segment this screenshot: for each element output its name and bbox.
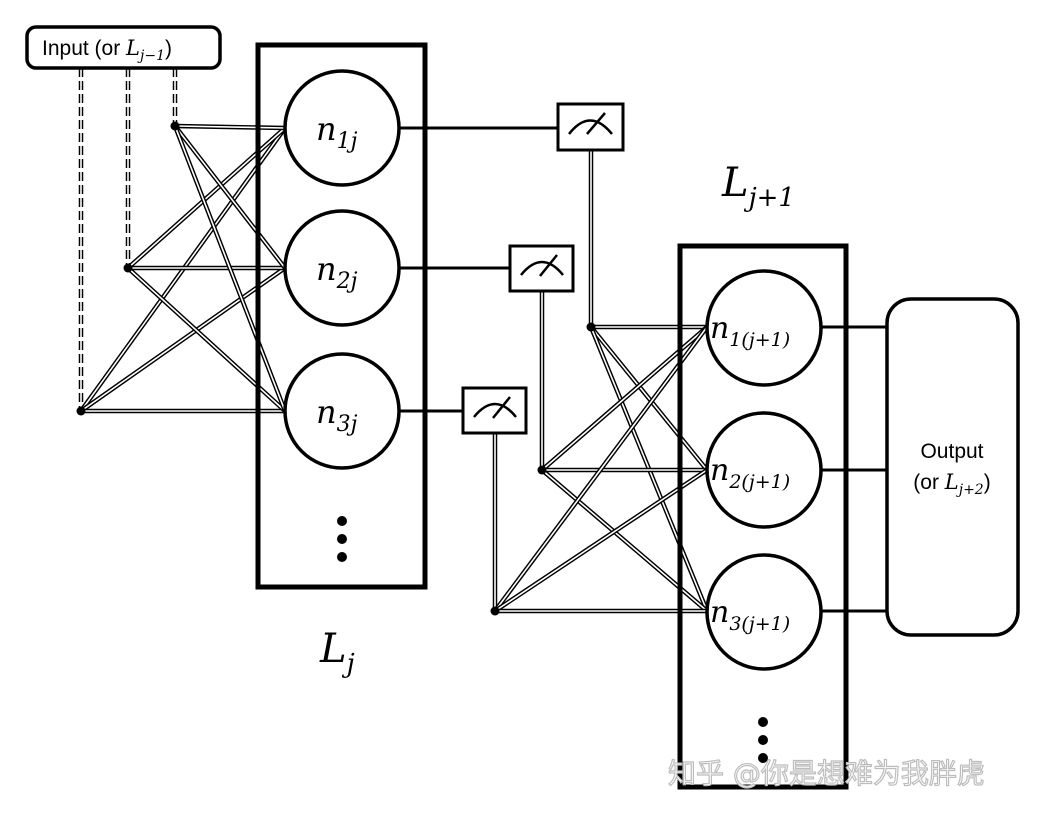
input-to-layer-j-wire <box>126 126 287 270</box>
watermark: 知乎 @你是想难为我胖虎 <box>668 757 985 790</box>
meter-to-layer-j1-wire <box>493 468 709 613</box>
junction-dot <box>586 322 596 332</box>
neuron-n3j1: n3(j+1) <box>705 553 823 671</box>
input-label-suffix: ) <box>165 37 172 60</box>
layer-j1-ellipsis <box>758 717 768 763</box>
output-box: Output (or Lj+2) <box>885 297 1020 637</box>
junction-dot <box>490 606 500 616</box>
junction-dot <box>537 465 547 475</box>
output-label-subscript: j+2 <box>956 482 984 498</box>
output-label-suffix: ) <box>984 471 991 494</box>
neuron-n2j1: n2(j+1) <box>705 411 823 529</box>
input-to-layer-j-wire <box>174 123 286 131</box>
input-label-symbol: L <box>125 36 140 60</box>
meter-2 <box>508 244 575 293</box>
meter-gauge-icon <box>473 396 517 419</box>
neuron-n3j: n3j <box>283 352 401 470</box>
neuron-n2j: n2j <box>283 209 401 327</box>
neuron-n2j-label: n2j <box>316 250 358 294</box>
input-label-text: Input (or <box>42 37 126 60</box>
neuron-n1j1-label: n1(j+1) <box>710 311 790 351</box>
neuron-n2j1-label: n2(j+1) <box>710 453 790 493</box>
meter-to-layer-j1-wire <box>493 325 709 613</box>
neuron-n1j: n1j <box>283 69 401 187</box>
junction-dot <box>76 406 86 416</box>
output-label-symbol: L <box>944 470 959 494</box>
meter-to-layer-j1-wire <box>589 325 709 472</box>
input-box-label: Input (or Lj−1) <box>42 36 172 64</box>
junction-dot <box>123 263 133 273</box>
input-to-layer-j-wire <box>172 125 288 412</box>
neuron-n3j1-label: n3(j+1) <box>710 595 790 635</box>
layer-j1-label: Lj+1 <box>721 160 795 213</box>
input-label-subscript: j−1 <box>137 48 165 64</box>
layer-j-box <box>255 42 428 590</box>
meter-gauge-icon <box>520 254 564 277</box>
output-label-line2: (or Lj+2) <box>913 470 990 498</box>
neuron-n1j1: n1(j+1) <box>705 269 823 387</box>
neuron-n1j-label: n1j <box>316 110 358 154</box>
output-label-prefix: (or <box>913 471 945 494</box>
input-to-layer-j-wire <box>126 266 287 413</box>
layer-j1-box <box>677 243 849 790</box>
meter-1 <box>556 102 625 152</box>
layer-j-label: Lj <box>319 626 355 679</box>
meter-gauge-icon <box>568 112 613 135</box>
input-to-layer-j-wire <box>173 124 287 270</box>
input-box: Input (or Lj−1) <box>25 25 222 70</box>
layer-j-ellipsis <box>337 516 347 562</box>
input-to-layer-j-wire <box>79 266 287 413</box>
meter-3 <box>461 386 528 435</box>
junction-dot <box>170 121 180 131</box>
output-label-line1: Output <box>920 440 983 463</box>
neuron-n3j-label: n3j <box>316 393 358 437</box>
